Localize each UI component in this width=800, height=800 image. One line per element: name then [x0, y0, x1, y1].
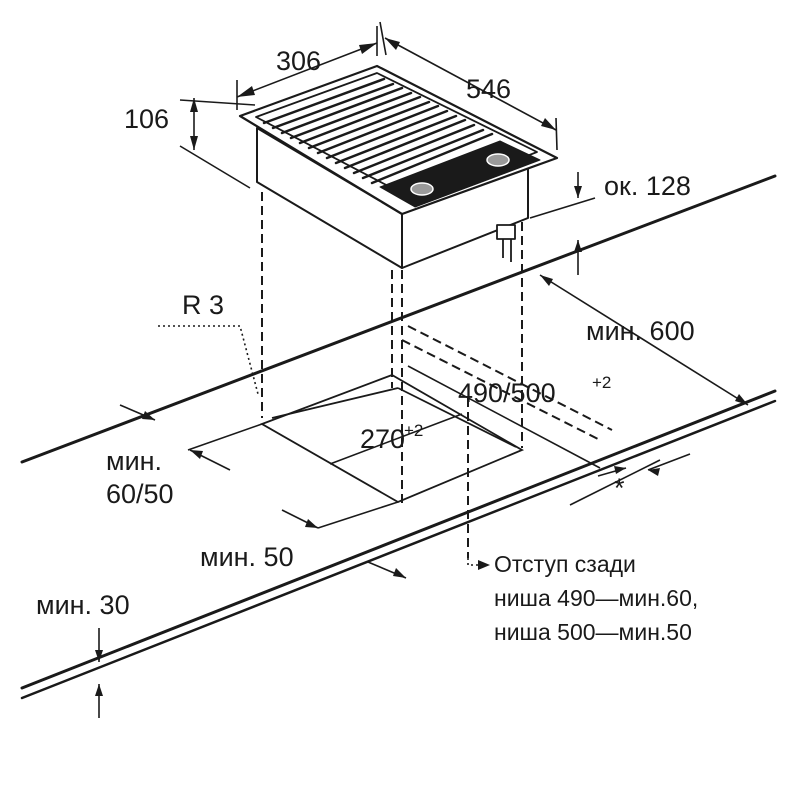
grill-grate	[262, 77, 494, 185]
min-front-label-line2: 60/50	[106, 479, 174, 509]
cutout-inner-right	[397, 387, 517, 448]
control-knob-left[interactable]	[410, 182, 434, 196]
dim-plug-label: ок. 128	[604, 171, 691, 201]
arrowheads	[95, 38, 748, 696]
countertop-front-top-edge	[20, 389, 777, 690]
projection-lines	[261, 192, 613, 558]
control-knob-right[interactable]	[486, 153, 510, 167]
cutout-depth-tolerance: +2	[592, 373, 611, 392]
note-line-3: ниша 500—мин.50	[494, 619, 692, 645]
cutout-depth-value: 490/500	[458, 378, 556, 408]
min-front-label-line1: мин.	[106, 446, 162, 476]
countertop-front-bottom-edge	[20, 399, 777, 700]
dim-depth-label: 546	[466, 74, 511, 104]
min-wall-distance-label: мин. 600	[586, 316, 695, 346]
note-line-2: ниша 490—мин.60,	[494, 585, 698, 611]
note-line-1: Отступ сзади	[494, 551, 636, 577]
dim-width-label: 306	[276, 46, 321, 76]
radius-label: R 3	[182, 290, 224, 320]
dim-height-label: 106	[124, 104, 169, 134]
cutout	[259, 374, 525, 504]
asterisk-label: *	[614, 473, 625, 503]
min-thickness-label: мин. 30	[36, 590, 130, 620]
connector-plug	[496, 224, 516, 262]
min-side-label: мин. 50	[200, 542, 294, 572]
cutout-outline	[259, 374, 525, 504]
cutout-inner-left	[271, 387, 399, 419]
cutout-width-value: 270	[360, 424, 405, 454]
cutout-depth-label: 490/500	[458, 378, 556, 408]
appliance	[238, 64, 559, 269]
cutout-width-label: 270	[360, 424, 405, 454]
cutout-width-tolerance: +2	[404, 421, 423, 440]
